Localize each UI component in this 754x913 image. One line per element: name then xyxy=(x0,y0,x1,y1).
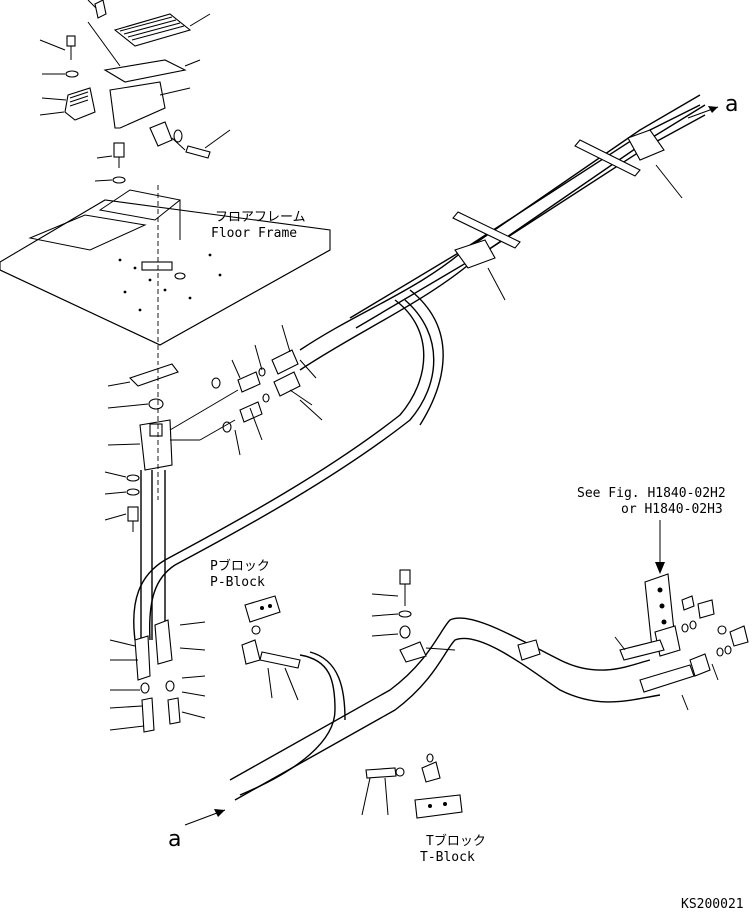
t-block xyxy=(361,753,463,819)
p-block xyxy=(241,595,301,701)
p-block-jp-label: Pブロック xyxy=(210,558,270,574)
pedal-assembly xyxy=(39,0,231,184)
see-fig-line1-label: See Fig. H1840-02H2 xyxy=(577,486,726,501)
reference-a-top: a xyxy=(725,92,738,117)
floor-frame-jp-label: フロアフレーム xyxy=(215,210,306,225)
floor-frame xyxy=(0,185,331,365)
see-fig-line2-label: or H1840-02H3 xyxy=(621,502,723,517)
fittings-upper xyxy=(169,324,323,456)
t-block-jp-label: Tブロック xyxy=(426,833,486,849)
t-block-en-label: T-Block xyxy=(420,850,475,865)
valve-bracket-stack xyxy=(104,363,179,532)
p-block-en-label: P-Block xyxy=(210,575,265,590)
floor-frame-en-label: Floor Frame xyxy=(211,226,297,241)
hose-routing xyxy=(133,94,719,826)
right-valve-block xyxy=(614,520,749,711)
fittings-lower-left xyxy=(109,619,206,733)
drawing-code: KS200021 xyxy=(681,897,744,912)
clamp-assembly xyxy=(371,569,541,663)
reference-a-bottom: a xyxy=(168,827,181,852)
